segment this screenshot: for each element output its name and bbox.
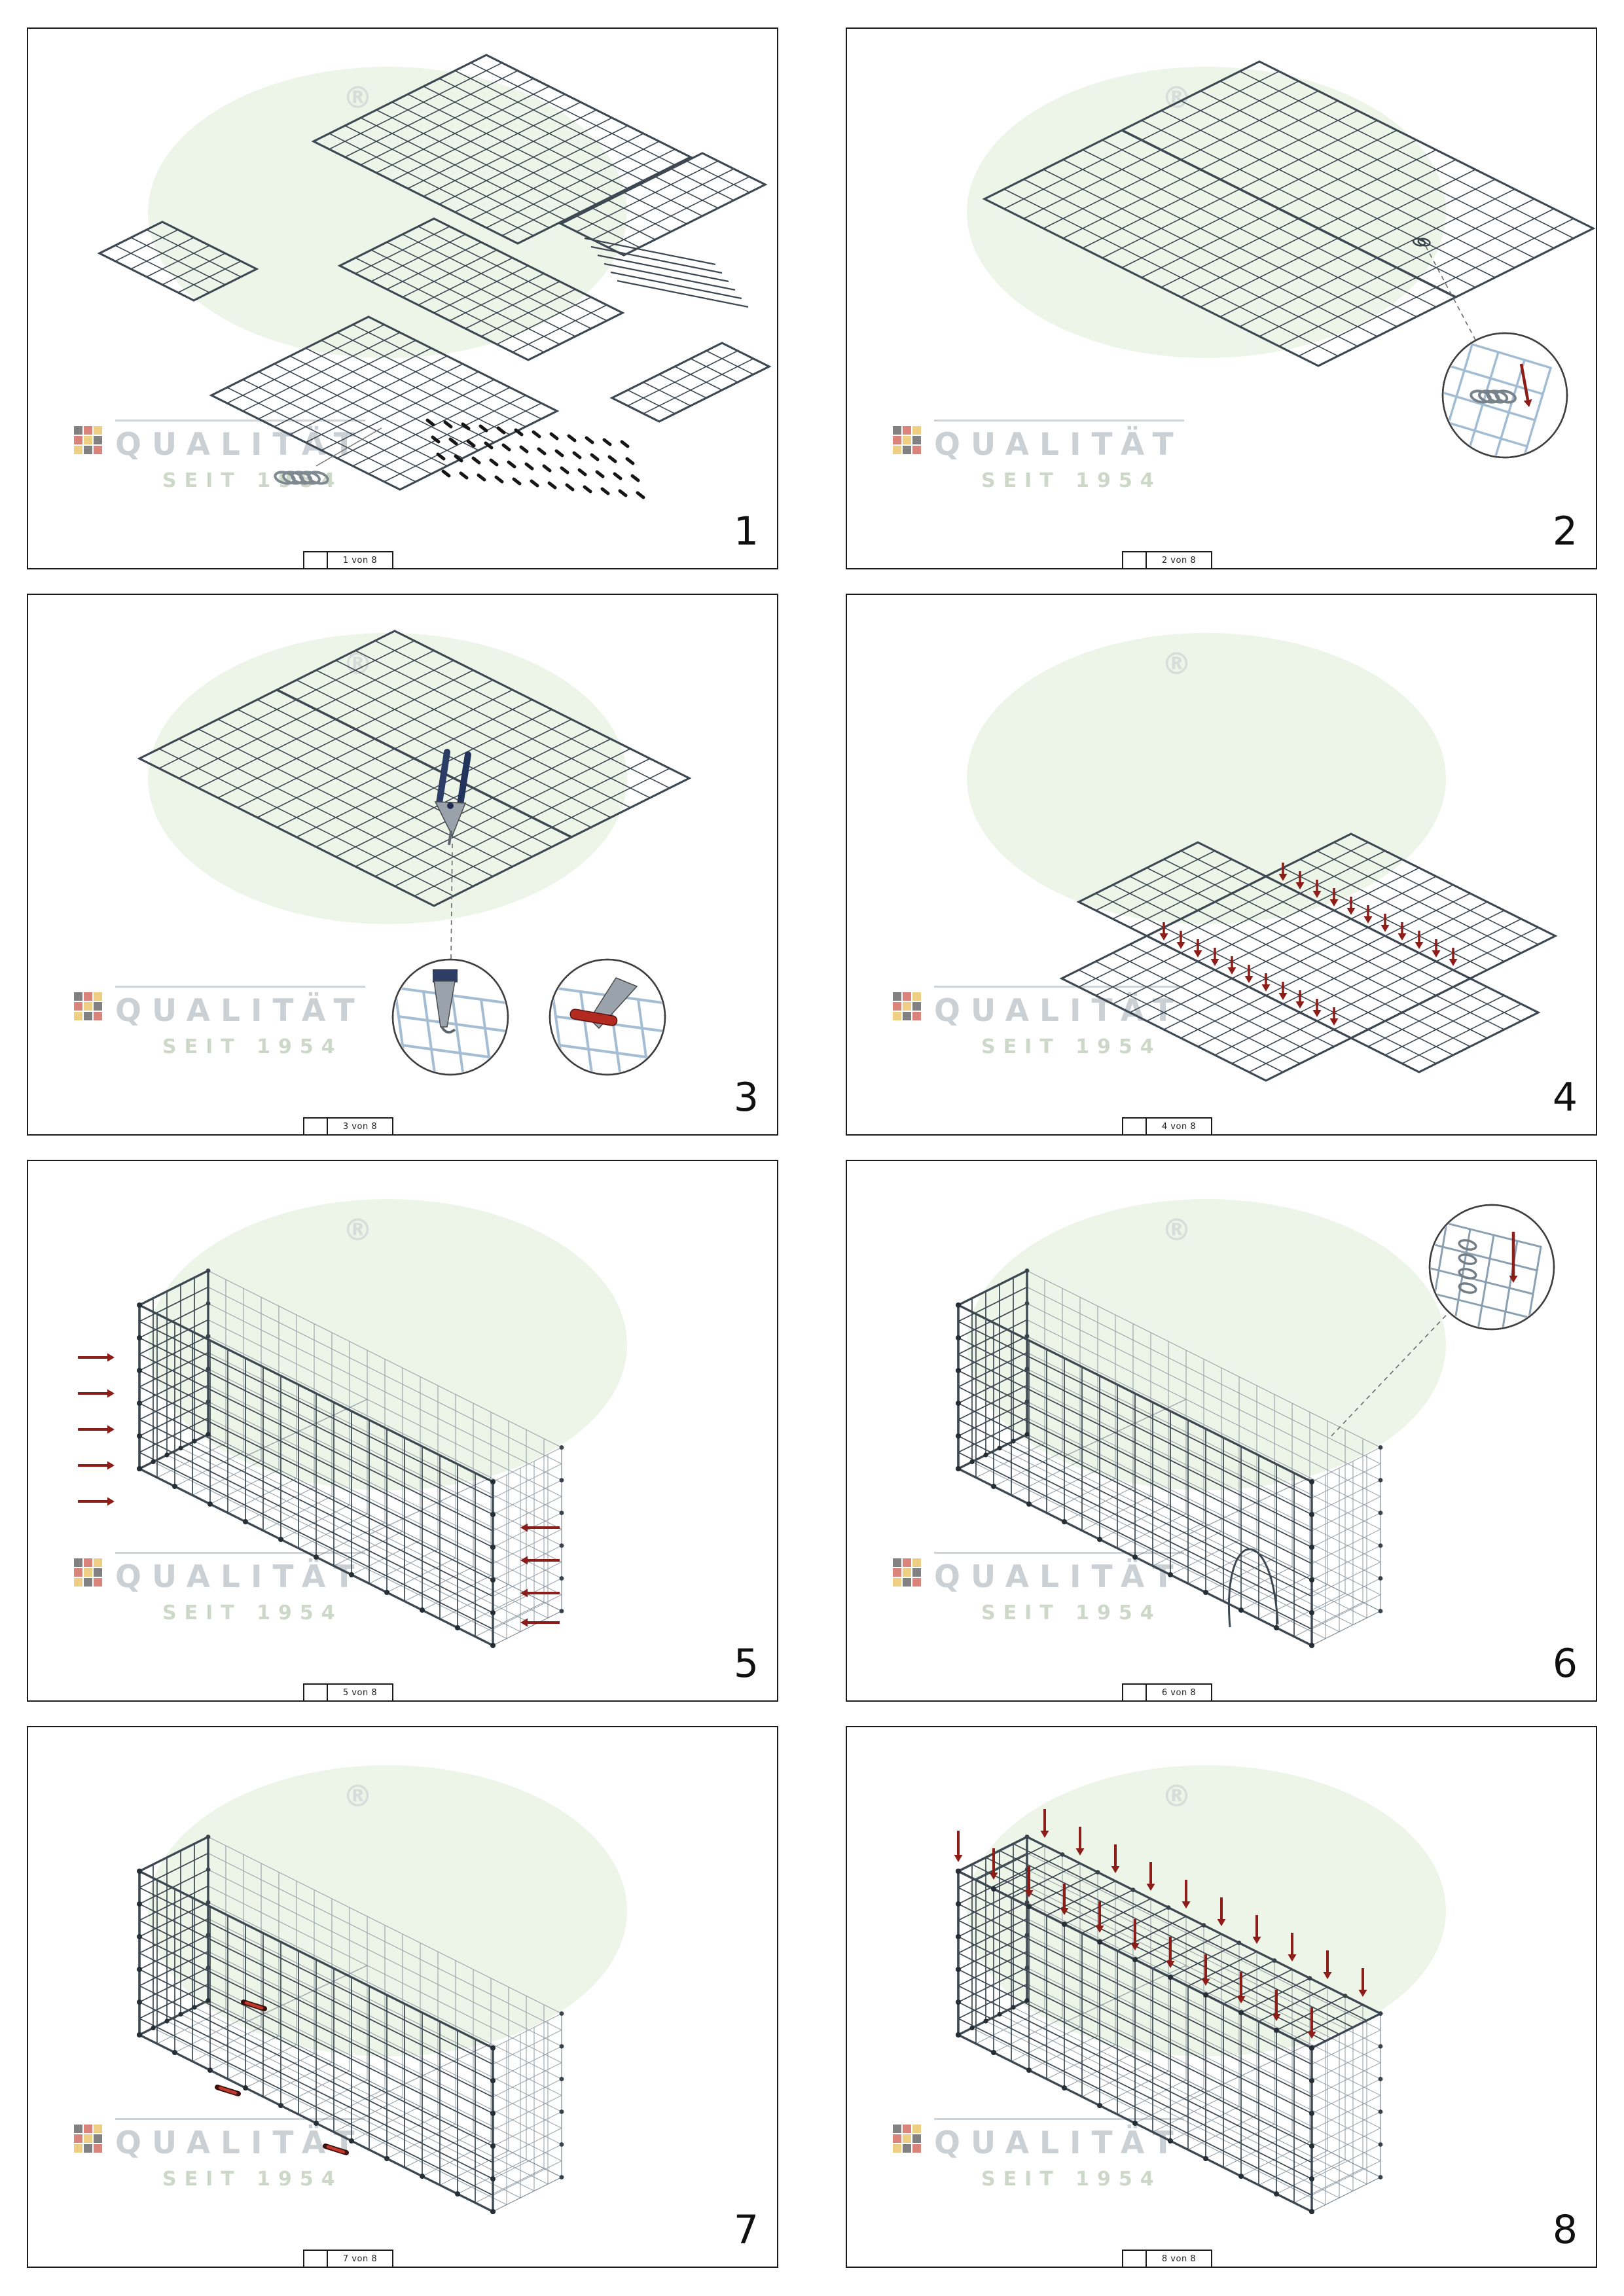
watermark-quality-text: QUALITÄT [115, 1552, 365, 1595]
watermark-seit-text: SEIT 1954 [162, 1035, 343, 1058]
step-illustration [78, 1268, 564, 1648]
step-illustration [137, 1835, 564, 2214]
registered-trademark-watermark: ® [1161, 646, 1192, 682]
registered-trademark-watermark: ® [342, 80, 373, 116]
sheet-count-field: 7 von 8 [342, 2253, 378, 2264]
brand-watermark: QUALITÄT SEIT 1954 [893, 1552, 1184, 1624]
drawing-title-block: 5 von 8 [303, 1683, 393, 1700]
brand-watermark: QUALITÄT SEIT 1954 [893, 2118, 1184, 2191]
watermark-seit-text: SEIT 1954 [162, 1602, 343, 1624]
step-number: 3 [733, 1075, 759, 1121]
sheet-count-field: 4 von 8 [1161, 1121, 1197, 1132]
title-block-field [1123, 552, 1147, 568]
brand-logo-squares [74, 2125, 102, 2153]
title-block-field [304, 1685, 328, 1700]
watermark-quality-text: QUALITÄT [115, 986, 365, 1029]
step-illustration [1059, 833, 1558, 1082]
brand-logo-squares [74, 992, 102, 1020]
title-block-field [1123, 2251, 1147, 2267]
step-illustration [982, 60, 1596, 459]
watermark-seit-text: SEIT 1954 [162, 2168, 343, 2191]
step-illustration [956, 1204, 1555, 1648]
watermark-seit-text: SEIT 1954 [981, 469, 1162, 492]
brand-logo-squares [74, 426, 102, 454]
instruction-step-panel-3: ® QUALITÄT SEIT 1954 3 3 von 8 [27, 594, 778, 1136]
watermark-quality-text: QUALITÄT [115, 420, 365, 463]
instruction-step-panel-6: ® QUALITÄT SEIT 1954 6 6 von 8 [846, 1160, 1597, 1702]
instruction-step-panel-4: ® QUALITÄT SEIT 1954 4 4 von 8 [846, 594, 1597, 1136]
step-number: 6 [1552, 1641, 1578, 1687]
drawing-title-block: 7 von 8 [303, 2250, 393, 2267]
brand-logo-squares [893, 992, 921, 1020]
brand-logo-squares [893, 426, 921, 454]
title-block-field [304, 1119, 328, 1134]
sheet-count-field: 3 von 8 [342, 1121, 378, 1132]
drawing-title-block: 3 von 8 [303, 1117, 393, 1134]
step-number: 4 [1552, 1075, 1578, 1121]
registered-trademark-watermark: ® [1161, 1778, 1192, 1814]
step-illustration [137, 630, 692, 1076]
title-block-field [1123, 1685, 1147, 1700]
step-number: 7 [733, 2207, 759, 2253]
watermark-seit-text: SEIT 1954 [981, 1602, 1162, 1624]
sheet-count-field: 8 von 8 [1161, 2253, 1197, 2264]
instruction-step-panel-1: ® QUALITÄT SEIT 1954 1 1 von 8 [27, 27, 778, 569]
sheet-count-field: 1 von 8 [342, 555, 378, 565]
sheet-count-field: 6 von 8 [1161, 1687, 1197, 1698]
brand-logo-squares [74, 1558, 102, 1587]
drawing-title-block: 8 von 8 [1122, 2250, 1212, 2267]
step-number: 5 [733, 1641, 759, 1687]
registered-trademark-watermark: ® [1161, 1212, 1192, 1248]
drawing-title-block: 2 von 8 [1122, 551, 1212, 568]
sheet-count-field: 2 von 8 [1161, 555, 1197, 565]
step-number: 1 [733, 509, 759, 554]
sheet-count-field: 5 von 8 [342, 1687, 378, 1698]
brand-watermark: QUALITÄT SEIT 1954 [74, 1552, 365, 1624]
instruction-step-panel-7: ® QUALITÄT SEIT 1954 7 7 von 8 [27, 1726, 778, 2268]
title-block-field [304, 552, 328, 568]
watermark-quality-text: QUALITÄT [934, 1552, 1184, 1595]
watermark-seit-text: SEIT 1954 [981, 2168, 1162, 2191]
watermark-seit-text: SEIT 1954 [981, 1035, 1162, 1058]
drawing-title-block: 6 von 8 [1122, 1683, 1212, 1700]
instruction-step-panel-8: ® QUALITÄT SEIT 1954 8 8 von 8 [846, 1726, 1597, 2268]
watermark: ® QUALITÄT SEIT 1954 [847, 595, 1596, 1134]
brand-logo-squares [893, 1558, 921, 1587]
step-number: 8 [1552, 2207, 1578, 2253]
title-block-field [304, 2251, 328, 2267]
brand-logo-squares [893, 2125, 921, 2153]
registered-trademark-watermark: ® [342, 1212, 373, 1248]
instruction-step-panel-5: ® QUALITÄT SEIT 1954 5 5 von 8 [27, 1160, 778, 1702]
brand-watermark: QUALITÄT SEIT 1954 [74, 2118, 365, 2191]
step-number: 2 [1552, 509, 1578, 554]
step-illustration [954, 1809, 1383, 2214]
watermark-quality-text: QUALITÄT [115, 2118, 365, 2161]
drawing-title-block: 1 von 8 [303, 551, 393, 568]
instruction-step-panel-2: ® QUALITÄT SEIT 1954 2 2 von 8 [846, 27, 1597, 569]
watermark-ellipse [148, 632, 628, 924]
registered-trademark-watermark: ® [342, 1778, 373, 1814]
brand-watermark: QUALITÄT SEIT 1954 [893, 420, 1184, 492]
watermark-quality-text: QUALITÄT [934, 420, 1184, 463]
watermark-quality-text: QUALITÄT [934, 2118, 1184, 2161]
title-block-field [1123, 1119, 1147, 1134]
brand-watermark: QUALITÄT SEIT 1954 [74, 986, 365, 1058]
drawing-title-block: 4 von 8 [1122, 1117, 1212, 1134]
watermark: ® QUALITÄT SEIT 1954 [28, 595, 777, 1134]
step-illustration [97, 54, 772, 499]
